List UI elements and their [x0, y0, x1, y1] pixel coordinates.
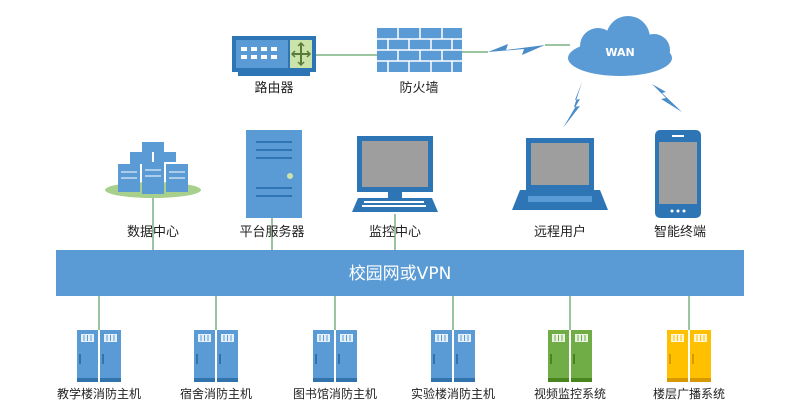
cabinet-icon	[667, 330, 711, 382]
wan-cloud-icon	[568, 16, 672, 76]
datacenter-label: 数据中心	[127, 225, 179, 240]
wireless-link-icon	[652, 84, 682, 112]
server-tower-icon	[246, 130, 302, 218]
remote-user-label: 远程用户	[534, 224, 586, 240]
bottom-device-label: 视频监控系统	[534, 386, 606, 401]
cabinet-icon	[77, 330, 121, 382]
bottom-device-label: 宿舍消防主机	[180, 386, 252, 401]
cabinet-icon	[431, 330, 475, 382]
bottom-devices: 教学楼消防主机 宿舍消防主机 图书馆消防主机 实验楼消防主机 视频监控系统 楼层广播系统	[57, 330, 725, 401]
desktop-computer-icon	[352, 136, 438, 212]
router-label: 路由器	[254, 80, 293, 96]
bottom-device-label: 教学楼消防主机	[57, 386, 141, 401]
monitor-center-label: 监控中心	[369, 225, 421, 240]
wireless-link-icon	[488, 44, 545, 55]
firewall-label: 防火墙	[399, 80, 438, 96]
wireless-link-icon	[563, 82, 582, 128]
bottom-device-label: 图书馆消防主机	[293, 386, 377, 401]
network-bar-label: 校园网或VPN	[349, 264, 452, 284]
wan-label: WAN	[605, 46, 634, 59]
smartphone-icon	[655, 130, 701, 218]
datacenter-icon	[105, 142, 201, 198]
bottom-device-label: 楼层广播系统	[653, 386, 725, 401]
bottom-device-label: 实验楼消防主机	[411, 386, 495, 401]
router-icon	[232, 36, 316, 76]
cabinet-icon	[313, 330, 357, 382]
network-bar	[56, 250, 744, 296]
laptop-icon	[512, 138, 608, 210]
cabinet-icon	[548, 330, 592, 382]
cabinet-icon	[194, 330, 238, 382]
platform-server-label: 平台服务器	[239, 224, 304, 240]
firewall-icon	[377, 28, 462, 72]
connection-lines	[98, 44, 690, 330]
smart-terminal-label: 智能终端	[654, 224, 706, 240]
